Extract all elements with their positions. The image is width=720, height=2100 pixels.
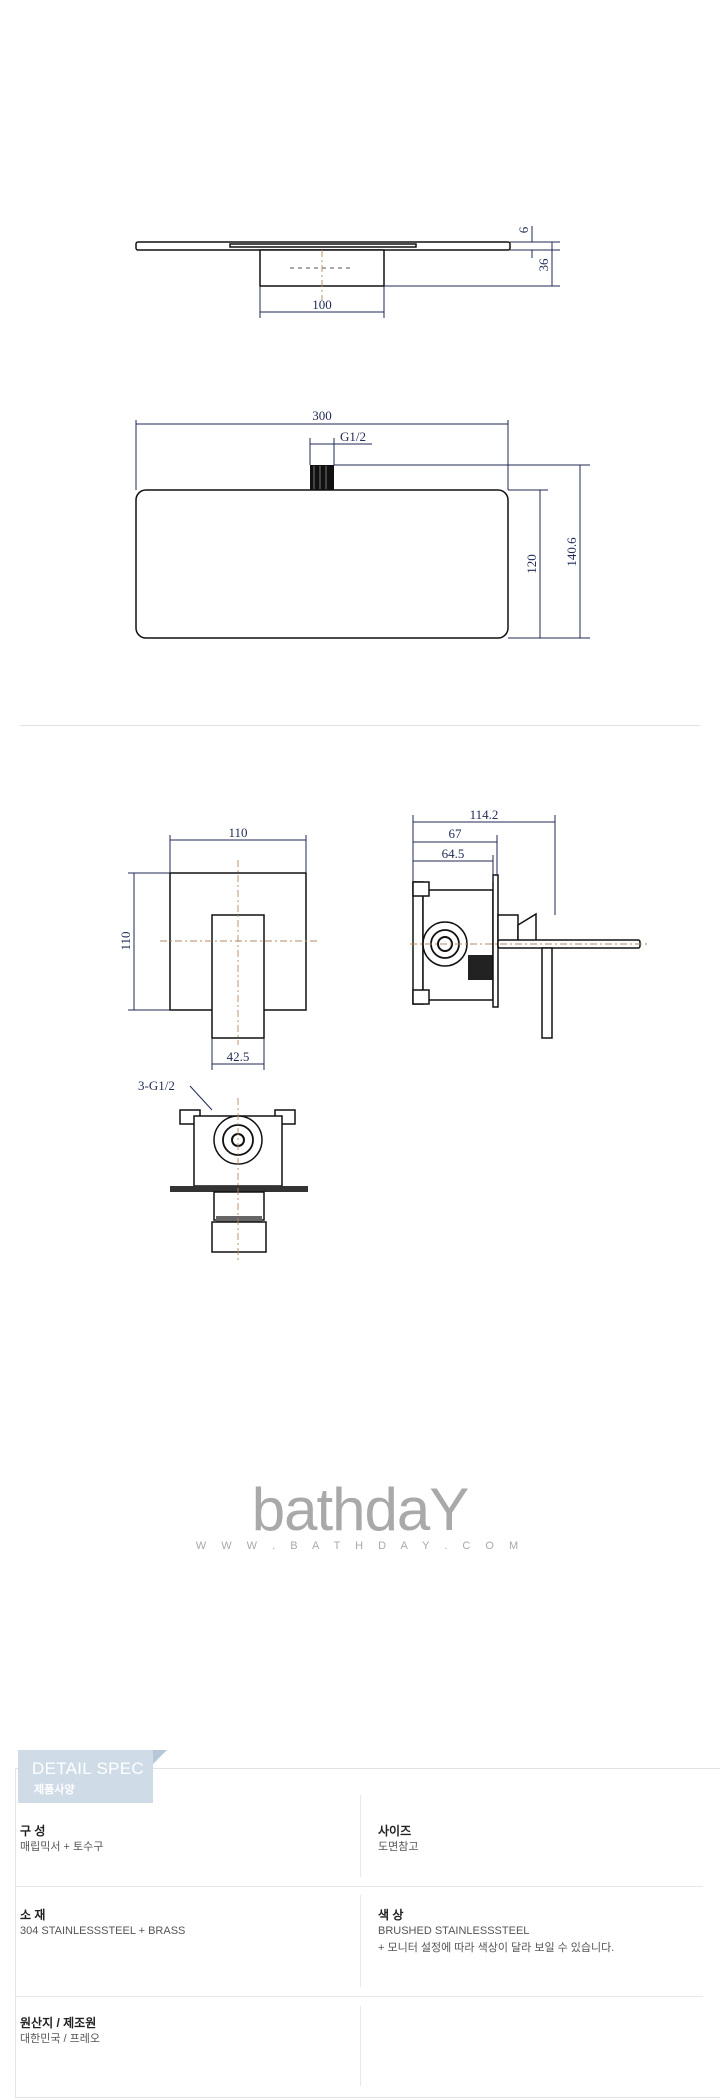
dim-mixer-height: 110 bbox=[118, 931, 133, 950]
mixer-bottom-view: 3-G1/2 bbox=[138, 1078, 308, 1262]
spec-table bbox=[15, 1768, 720, 2098]
section-divider bbox=[20, 725, 700, 726]
spec-tab-corner bbox=[153, 1750, 167, 1764]
brand-logo: bathdaY bbox=[251, 1476, 470, 1543]
dim-total-height: 140.6 bbox=[564, 537, 579, 567]
dim-top-depth: 36 bbox=[536, 258, 551, 272]
spec-value-color-note: + 모니터 설정에 따라 색상이 달라 보일 수 있습니다. bbox=[378, 1942, 615, 1954]
mixer-front-view: 110 110 42.5 bbox=[118, 825, 318, 1070]
spec-value-composition: 매립믹서 + 토수구 bbox=[20, 1841, 104, 1853]
spec-value-color: BRUSHED STAINLESSSTEEL bbox=[378, 1925, 530, 1937]
spec-col-divider bbox=[360, 1795, 361, 1877]
spec-label-size: 사이즈 bbox=[378, 1824, 412, 1838]
spec-label-color: 색 상 bbox=[378, 1908, 404, 1922]
dim-top-thickness: 6 bbox=[516, 226, 531, 233]
dim-mixer-width: 110 bbox=[228, 825, 247, 840]
spout-top-view: 6 36 100 bbox=[135, 226, 560, 318]
dim-plate-width: 300 bbox=[312, 408, 332, 423]
dim-handle-width: 42.5 bbox=[227, 1049, 250, 1064]
spec-value-origin: 대한민국 / 프레오 bbox=[20, 2033, 101, 2045]
spec-tab bbox=[18, 1750, 153, 1803]
spec-value-material: 304 STAINLESSSTEEL + BRASS bbox=[20, 1925, 186, 1937]
mixer-side-view: 114.2 67 64.5 bbox=[410, 807, 650, 1039]
spec-label-origin: 원산지 / 제조원 bbox=[20, 2016, 97, 2030]
dim-bottom-thread: 3-G1/2 bbox=[138, 1078, 175, 1093]
spec-label-composition: 구 성 bbox=[20, 1824, 46, 1838]
spec-tab-title: DETAIL SPEC bbox=[32, 1759, 144, 1778]
spec-col-divider bbox=[360, 2006, 361, 2086]
spec-row-divider bbox=[15, 1996, 703, 1997]
spec-row-divider bbox=[15, 1886, 703, 1887]
dim-side-64: 64.5 bbox=[442, 846, 465, 861]
spec-label-material: 소 재 bbox=[20, 1908, 46, 1922]
brand-url: W W W . B A T H D A Y . C O M bbox=[195, 1540, 525, 1552]
dim-thread: G1/2 bbox=[340, 429, 366, 444]
dim-top-width: 100 bbox=[312, 297, 332, 312]
spec-value-size: 도면참고 bbox=[378, 1841, 419, 1853]
dim-side-total: 114.2 bbox=[470, 807, 499, 822]
spec-col-divider bbox=[360, 1895, 361, 1987]
technical-drawing: 6 36 100 300 G1/2 120 140.6 bbox=[118, 226, 650, 1262]
spout-front-view: 300 G1/2 120 140.6 bbox=[135, 408, 590, 639]
dim-plate-height: 120 bbox=[524, 554, 539, 574]
dim-side-67: 67 bbox=[449, 826, 463, 841]
spec-tab-subtitle: 제품사양 bbox=[34, 1784, 75, 1796]
